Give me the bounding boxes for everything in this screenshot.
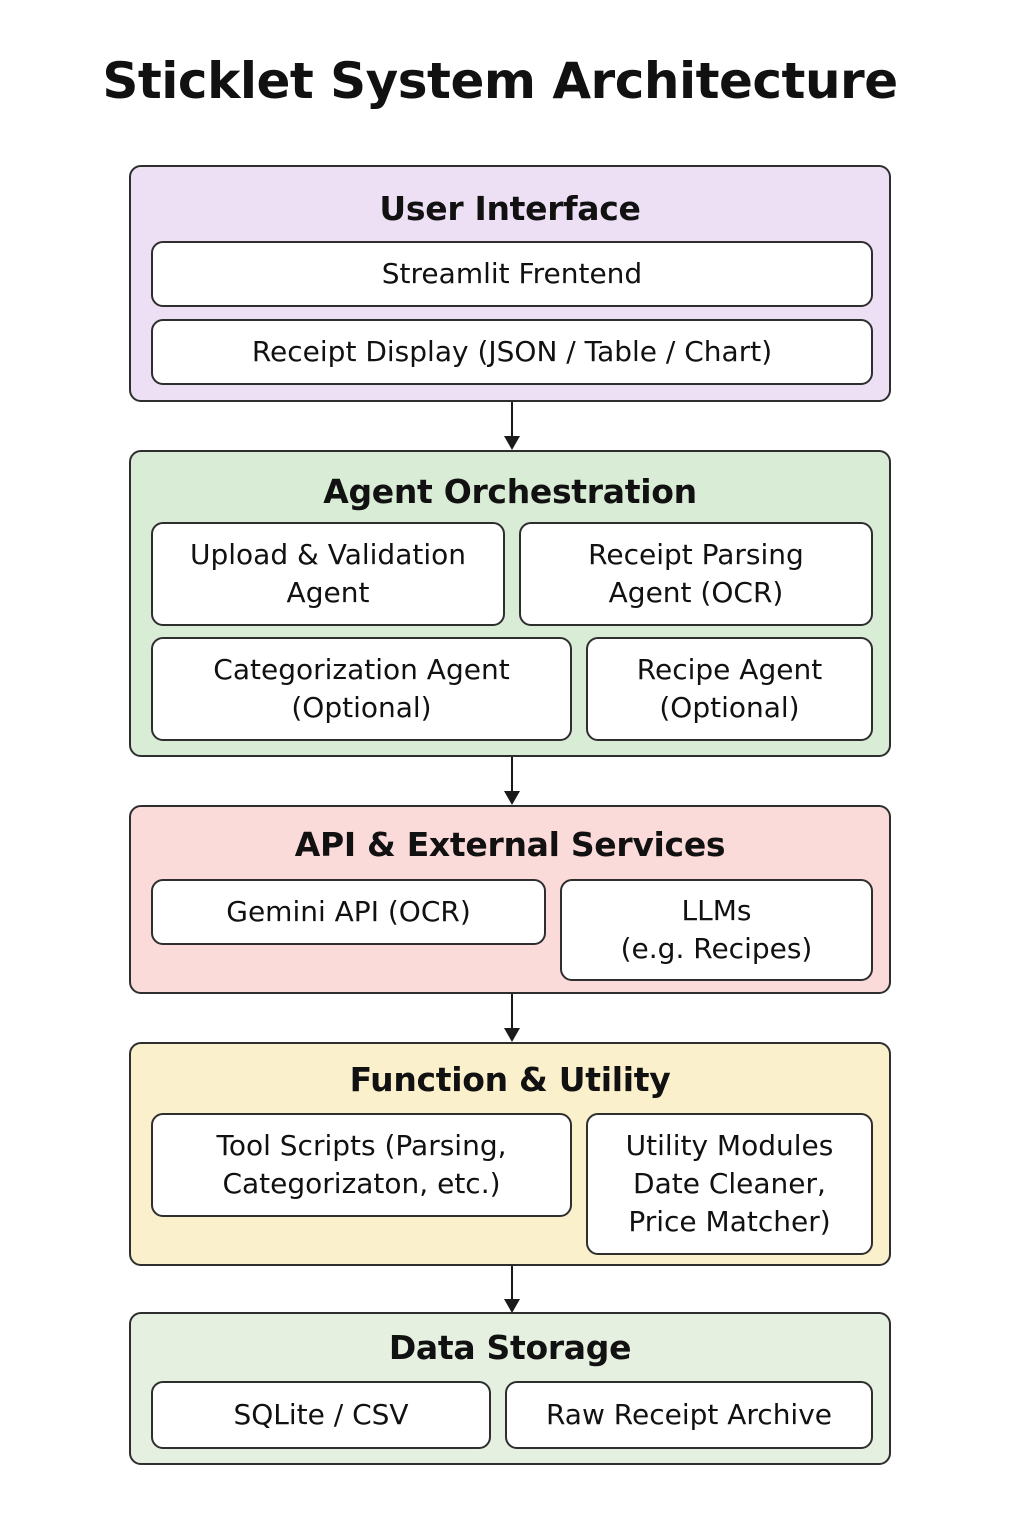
box-llms: LLMs (e.g. Recipes) xyxy=(560,879,873,981)
box-raw-receipt-archive: Raw Receipt Archive xyxy=(505,1381,873,1449)
box-tool-scripts: Tool Scripts (Parsing, Categorizaton, et… xyxy=(151,1113,572,1217)
layer-data-storage: Data Storage SQLite / CSV Raw Receipt Ar… xyxy=(129,1312,891,1465)
layer-api-external-services: API & External Services Gemini API (OCR)… xyxy=(129,805,891,994)
box-streamlit-frontend: Streamlit Frentend xyxy=(151,241,873,307)
arrow-ui-to-agents xyxy=(504,402,520,450)
box-utility-modules: Utility Modules Date Cleaner, Price Matc… xyxy=(586,1113,873,1255)
layer-agent-orchestration: Agent Orchestration Upload & Validation … xyxy=(129,450,891,757)
box-receipt-parsing-agent: Receipt Parsing Agent (OCR) xyxy=(519,522,873,626)
layer-title-api-external-services: API & External Services xyxy=(294,825,726,864)
layer-title-function-utility: Function & Utility xyxy=(349,1060,671,1099)
diagram-title: Sticklet System Architecture xyxy=(102,52,898,110)
layer-title-data-storage: Data Storage xyxy=(388,1328,632,1367)
box-receipt-display: Receipt Display (JSON / Table / Chart) xyxy=(151,319,873,385)
box-gemini-api: Gemini API (OCR) xyxy=(151,879,546,945)
arrow-agents-to-api xyxy=(504,757,520,805)
box-sqlite-csv: SQLite / CSV xyxy=(151,1381,491,1449)
layer-function-utility: Function & Utility Tool Scripts (Parsing… xyxy=(129,1042,891,1266)
layer-user-interface: User Interface Streamlit Frentend Receip… xyxy=(129,165,891,402)
box-categorization-agent: Categorization Agent (Optional) xyxy=(151,637,572,741)
layer-title-user-interface: User Interface xyxy=(379,189,641,228)
box-recipe-agent: Recipe Agent (Optional) xyxy=(586,637,873,741)
layer-title-agent-orchestration: Agent Orchestration xyxy=(323,472,697,511)
box-upload-validation-agent: Upload & Validation Agent xyxy=(151,522,505,626)
arrow-api-to-function xyxy=(504,994,520,1042)
arrow-function-to-storage xyxy=(504,1266,520,1313)
